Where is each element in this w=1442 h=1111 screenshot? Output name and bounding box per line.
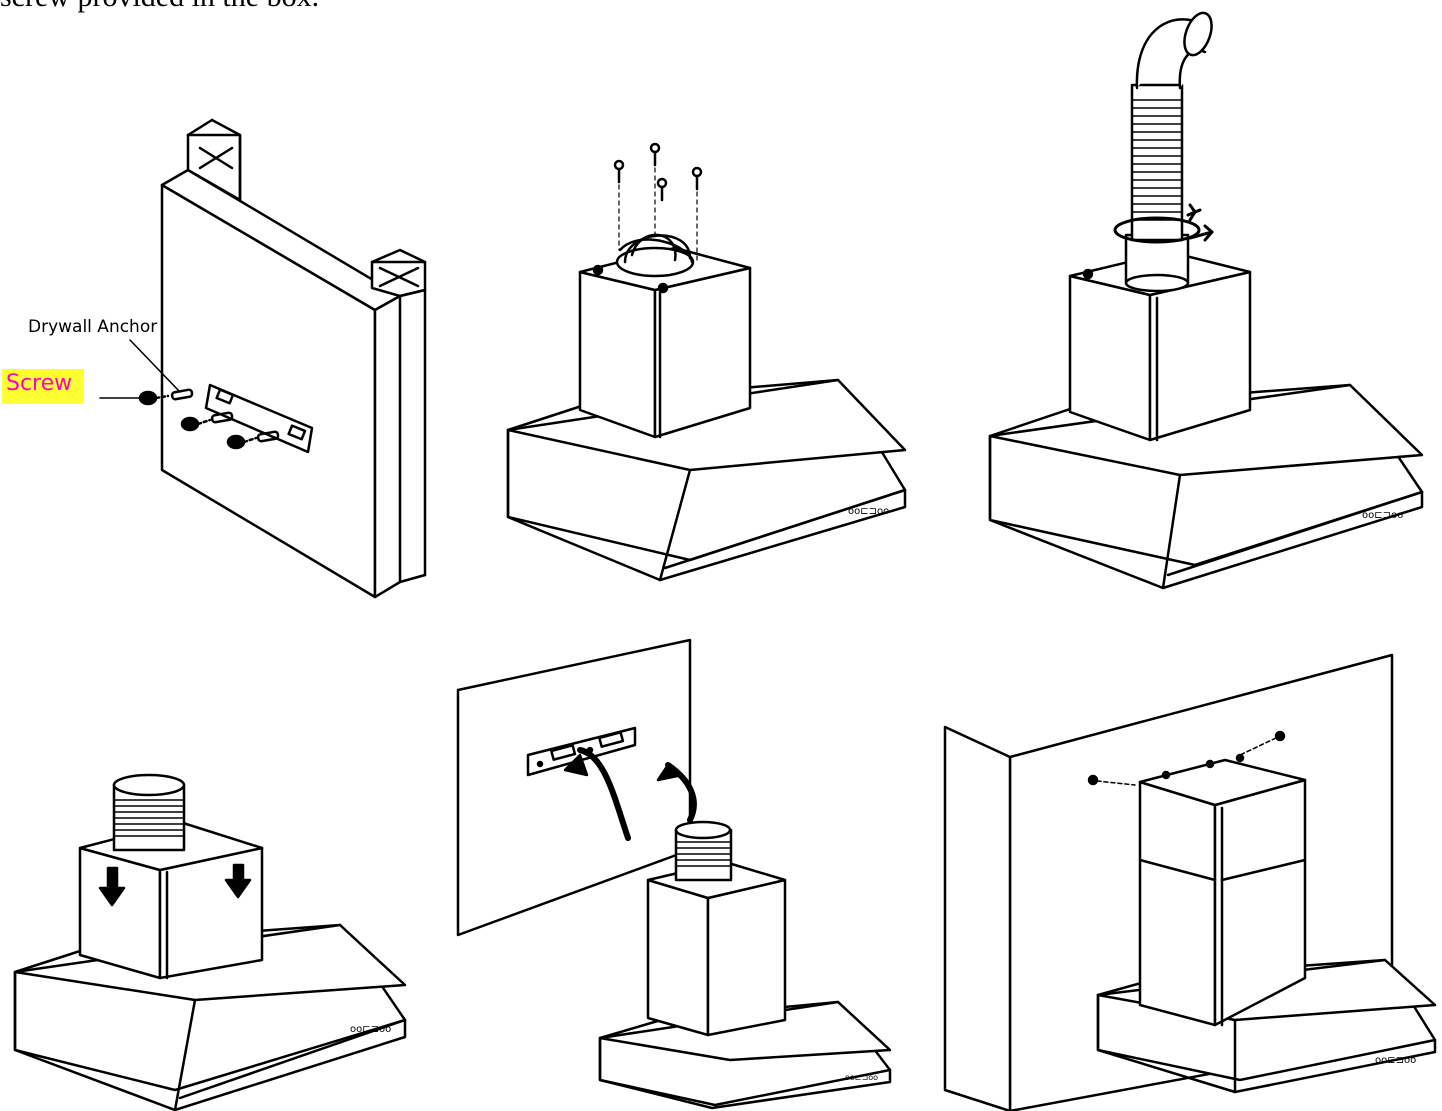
screw-icon (656, 177, 668, 202)
figure-4-chimney-down: oo⊏⊐oo (13, 773, 407, 1111)
control-panel-icon: oo⊏⊐oo (848, 506, 889, 517)
figure-5-hang-hood: oo⊏⊐oo (456, 638, 892, 1110)
intro-text: screw provided in the box. (0, 0, 319, 14)
screw-icon (691, 166, 703, 261)
control-panel-icon: oo⊏⊐oo (845, 1073, 878, 1082)
drywall-anchor-label: Drywall Anchor (28, 317, 157, 337)
screw-icon (99, 390, 170, 406)
figure-1-chimney-bracket: Drywall Anchor (28, 118, 427, 599)
control-panel-icon: oo⊏⊐oo (1375, 1055, 1416, 1066)
figure-3-hood-duct: oo⊏⊐oo (988, 11, 1424, 590)
screw-icon (649, 142, 661, 241)
control-panel-icon: oo⊏⊐oo (1362, 510, 1403, 521)
screw-icon (1087, 774, 1136, 786)
screw-icon (1239, 730, 1286, 756)
down-arrow-icon (224, 863, 252, 899)
screw-label-text: Screw (6, 371, 73, 396)
curved-arrow-icon (577, 747, 631, 841)
screw-icon (613, 159, 625, 251)
screw-label: Screw (2, 369, 84, 404)
screw-icon (180, 416, 212, 432)
down-arrow-icon (98, 866, 126, 907)
figure-2-hood-screws: oo⊏⊐oo (506, 142, 907, 582)
figure-6-final-install: oo⊏⊐oo (943, 653, 1437, 1111)
screw-icon (226, 434, 258, 450)
control-panel-icon: oo⊏⊐oo (350, 1024, 391, 1035)
